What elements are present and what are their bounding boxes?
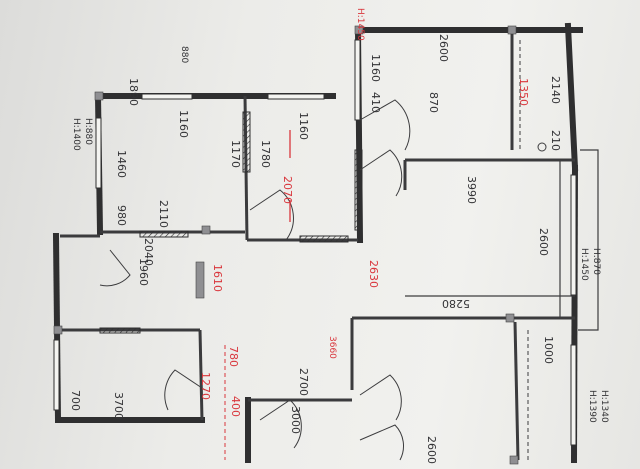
hatch-1	[242, 111, 251, 173]
window-7	[570, 344, 577, 446]
label-410: 410	[369, 92, 382, 113]
door-swing-5	[259, 399, 302, 449]
door-swing-6	[359, 374, 402, 421]
label-h1340: H:1340	[599, 390, 609, 423]
label-3000: 3000	[289, 406, 302, 434]
label-1460: 1460	[115, 150, 128, 178]
label-1780: 1780	[259, 140, 272, 168]
column-4	[505, 313, 515, 323]
column-7	[201, 225, 211, 235]
column-2	[354, 25, 364, 35]
label-880-top: 880	[179, 46, 189, 63]
label-red-3660: 3660	[327, 336, 337, 359]
wall-right-upper	[564, 22, 579, 172]
window-1	[141, 93, 193, 100]
label-2600-a: 2600	[437, 34, 450, 62]
column-1	[94, 91, 104, 101]
label-1000: 1000	[542, 336, 555, 364]
label-1960: 1960	[137, 258, 150, 286]
door-swing-3	[359, 99, 411, 151]
window-4	[53, 339, 60, 411]
label-h870: H:870	[591, 248, 601, 275]
label-red-400: 400	[229, 396, 242, 417]
column-3	[507, 25, 517, 35]
window-5	[354, 39, 361, 121]
label-red-2070: 2070	[281, 176, 294, 204]
label-1170: 1170	[229, 140, 242, 168]
label-h1390: H:1390	[587, 390, 597, 423]
door-swing-4	[164, 369, 206, 411]
hatch-5	[99, 327, 141, 334]
window-2	[267, 93, 325, 100]
label-1160-b: 1160	[297, 112, 310, 140]
label-2040: 2040	[142, 238, 155, 266]
label-h880: H:880	[83, 118, 93, 145]
label-red-2630: 2630	[367, 260, 380, 288]
door-swing-7	[359, 424, 404, 461]
fixture-2	[537, 142, 547, 152]
wall-interior-6	[198, 329, 204, 421]
door-swing-1	[249, 189, 294, 241]
label-red-h1450: H:1450	[355, 8, 365, 41]
label-2600-b: 2600	[537, 228, 550, 256]
label-h1400: H:1400	[71, 118, 81, 151]
label-5280: 5280	[442, 297, 470, 310]
balcony-frame	[578, 149, 599, 331]
door-swing-2	[359, 149, 403, 197]
label-2700: 2700	[297, 368, 310, 396]
label-2110: 2110	[157, 200, 170, 228]
label-h1450: H:1450	[579, 248, 589, 281]
wall-interior-13	[513, 321, 520, 461]
window-6	[570, 174, 577, 296]
label-red-1350: 1350	[517, 78, 530, 106]
label-2600-c: 2600	[425, 436, 438, 464]
label-red-1270: 1270	[199, 372, 212, 400]
label-980: 980	[115, 205, 128, 226]
label-red-1610: 1610	[211, 264, 224, 292]
label-700: 700	[69, 390, 82, 411]
label-1890: 1890	[127, 78, 140, 106]
hatch-4	[299, 235, 349, 243]
label-210: 210	[549, 130, 562, 151]
door-swing-8	[99, 249, 131, 287]
fixture-1	[195, 261, 205, 299]
hatch-3	[354, 149, 363, 231]
column-5	[509, 455, 519, 465]
label-2140: 2140	[549, 76, 562, 104]
label-3990: 3990	[465, 176, 478, 204]
column-6	[53, 325, 63, 335]
label-3700: 3700	[112, 392, 125, 420]
label-1160-a: 1160	[177, 110, 190, 138]
label-red-780: 780	[227, 346, 240, 367]
label-870: 870	[427, 92, 440, 113]
hatch-2	[139, 230, 189, 238]
window-3	[95, 117, 102, 189]
label-1160-c: 1160	[369, 54, 382, 82]
